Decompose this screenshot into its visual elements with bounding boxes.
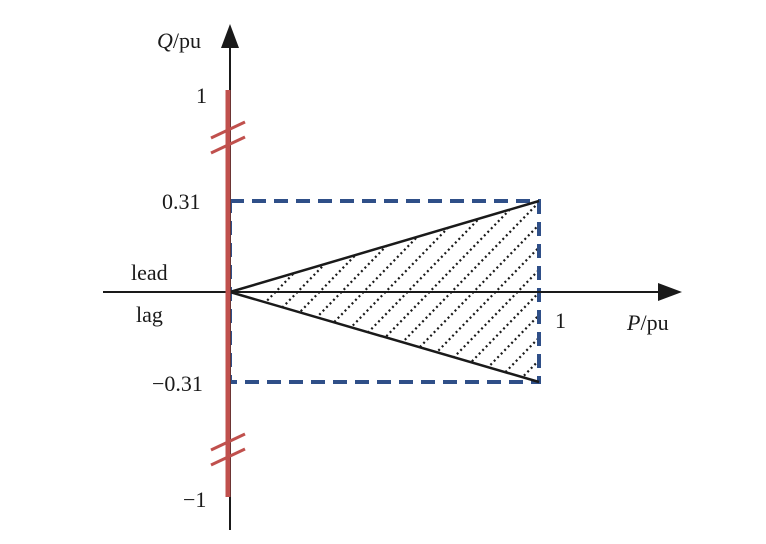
x-axis-arrow-icon — [658, 283, 682, 301]
triangle-upper-edge — [229, 199, 540, 294]
triangle-lower-edge — [229, 290, 540, 384]
y-axis-label: Q/pu — [157, 28, 201, 53]
y-tick-bottom: −1 — [183, 487, 206, 512]
hatch-line — [465, 201, 539, 382]
x-tick-right: 1 — [555, 308, 566, 333]
y-tick-lower: −0.31 — [152, 371, 203, 396]
hatch-line — [708, 195, 766, 390]
hatch-line — [686, 195, 766, 390]
lag-label: lag — [136, 302, 163, 327]
lead-label: lead — [131, 260, 168, 285]
axis-break-upper — [210, 120, 246, 155]
axis-break-lower — [210, 432, 246, 467]
y-axis-arrow-icon — [221, 24, 239, 48]
x-axis-label: P/pu — [626, 310, 669, 335]
y-tick-top: 1 — [196, 83, 207, 108]
hatch-line — [487, 201, 539, 382]
y-tick-upper: 0.31 — [162, 189, 201, 214]
hatch-line — [443, 201, 539, 382]
